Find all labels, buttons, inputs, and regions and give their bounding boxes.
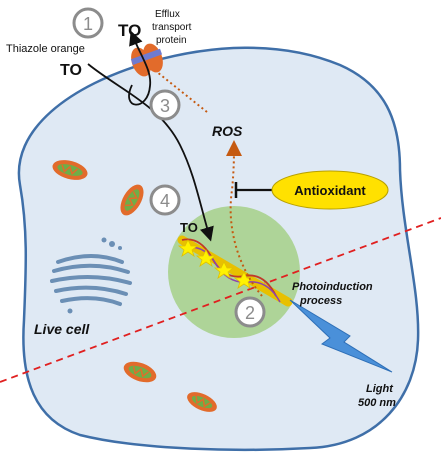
section-cut-line <box>0 217 441 383</box>
light-label-line2: 500 nm <box>358 397 396 409</box>
mitochondrion <box>52 160 88 180</box>
light-label-line1: Light <box>366 383 394 395</box>
mitochondrion <box>187 392 217 412</box>
efflux-label-line3: protein <box>156 35 187 46</box>
golgi-apparatus <box>50 237 132 314</box>
to-left-label: TO <box>60 62 82 79</box>
thiazole-orange-label: Thiazole orange <box>6 43 85 55</box>
photoinduction-label-line2: process <box>299 295 342 307</box>
mitochondrion <box>123 361 157 383</box>
step-2-badge: 2 <box>234 296 266 328</box>
step-3-label: 3 <box>160 96 170 116</box>
ros-to-protein-arrow <box>156 71 208 113</box>
to-efflux-arrow <box>128 30 152 106</box>
light-bolt-icon <box>289 299 393 373</box>
antioxidant-label: Antioxidant <box>294 183 366 198</box>
ros-generation-arrow <box>225 140 263 297</box>
live-cell-label: Live cell <box>34 321 90 337</box>
to-bound-stars <box>177 239 255 289</box>
to-entry-arrow <box>87 63 214 242</box>
to-top-label: TO <box>118 21 141 40</box>
ros-label: ROS <box>212 123 243 139</box>
to-nucleus-label: TO <box>180 220 198 235</box>
step-4-badge: 4 <box>149 184 181 216</box>
antioxidant-ellipse <box>271 170 389 210</box>
efflux-label-line2: transport <box>152 22 192 33</box>
mitochondrion <box>120 184 144 216</box>
step-1-badge: 1 <box>72 7 104 39</box>
efflux-label-line1: Efflux <box>155 9 180 20</box>
photoinduction-label-line1: Photoinduction <box>292 281 373 293</box>
step-1-label: 1 <box>83 14 93 34</box>
step-3-badge: 3 <box>149 89 181 121</box>
efflux-transport-protein <box>130 43 163 77</box>
step-2-label: 2 <box>245 303 255 323</box>
step-4-label: 4 <box>160 191 170 211</box>
